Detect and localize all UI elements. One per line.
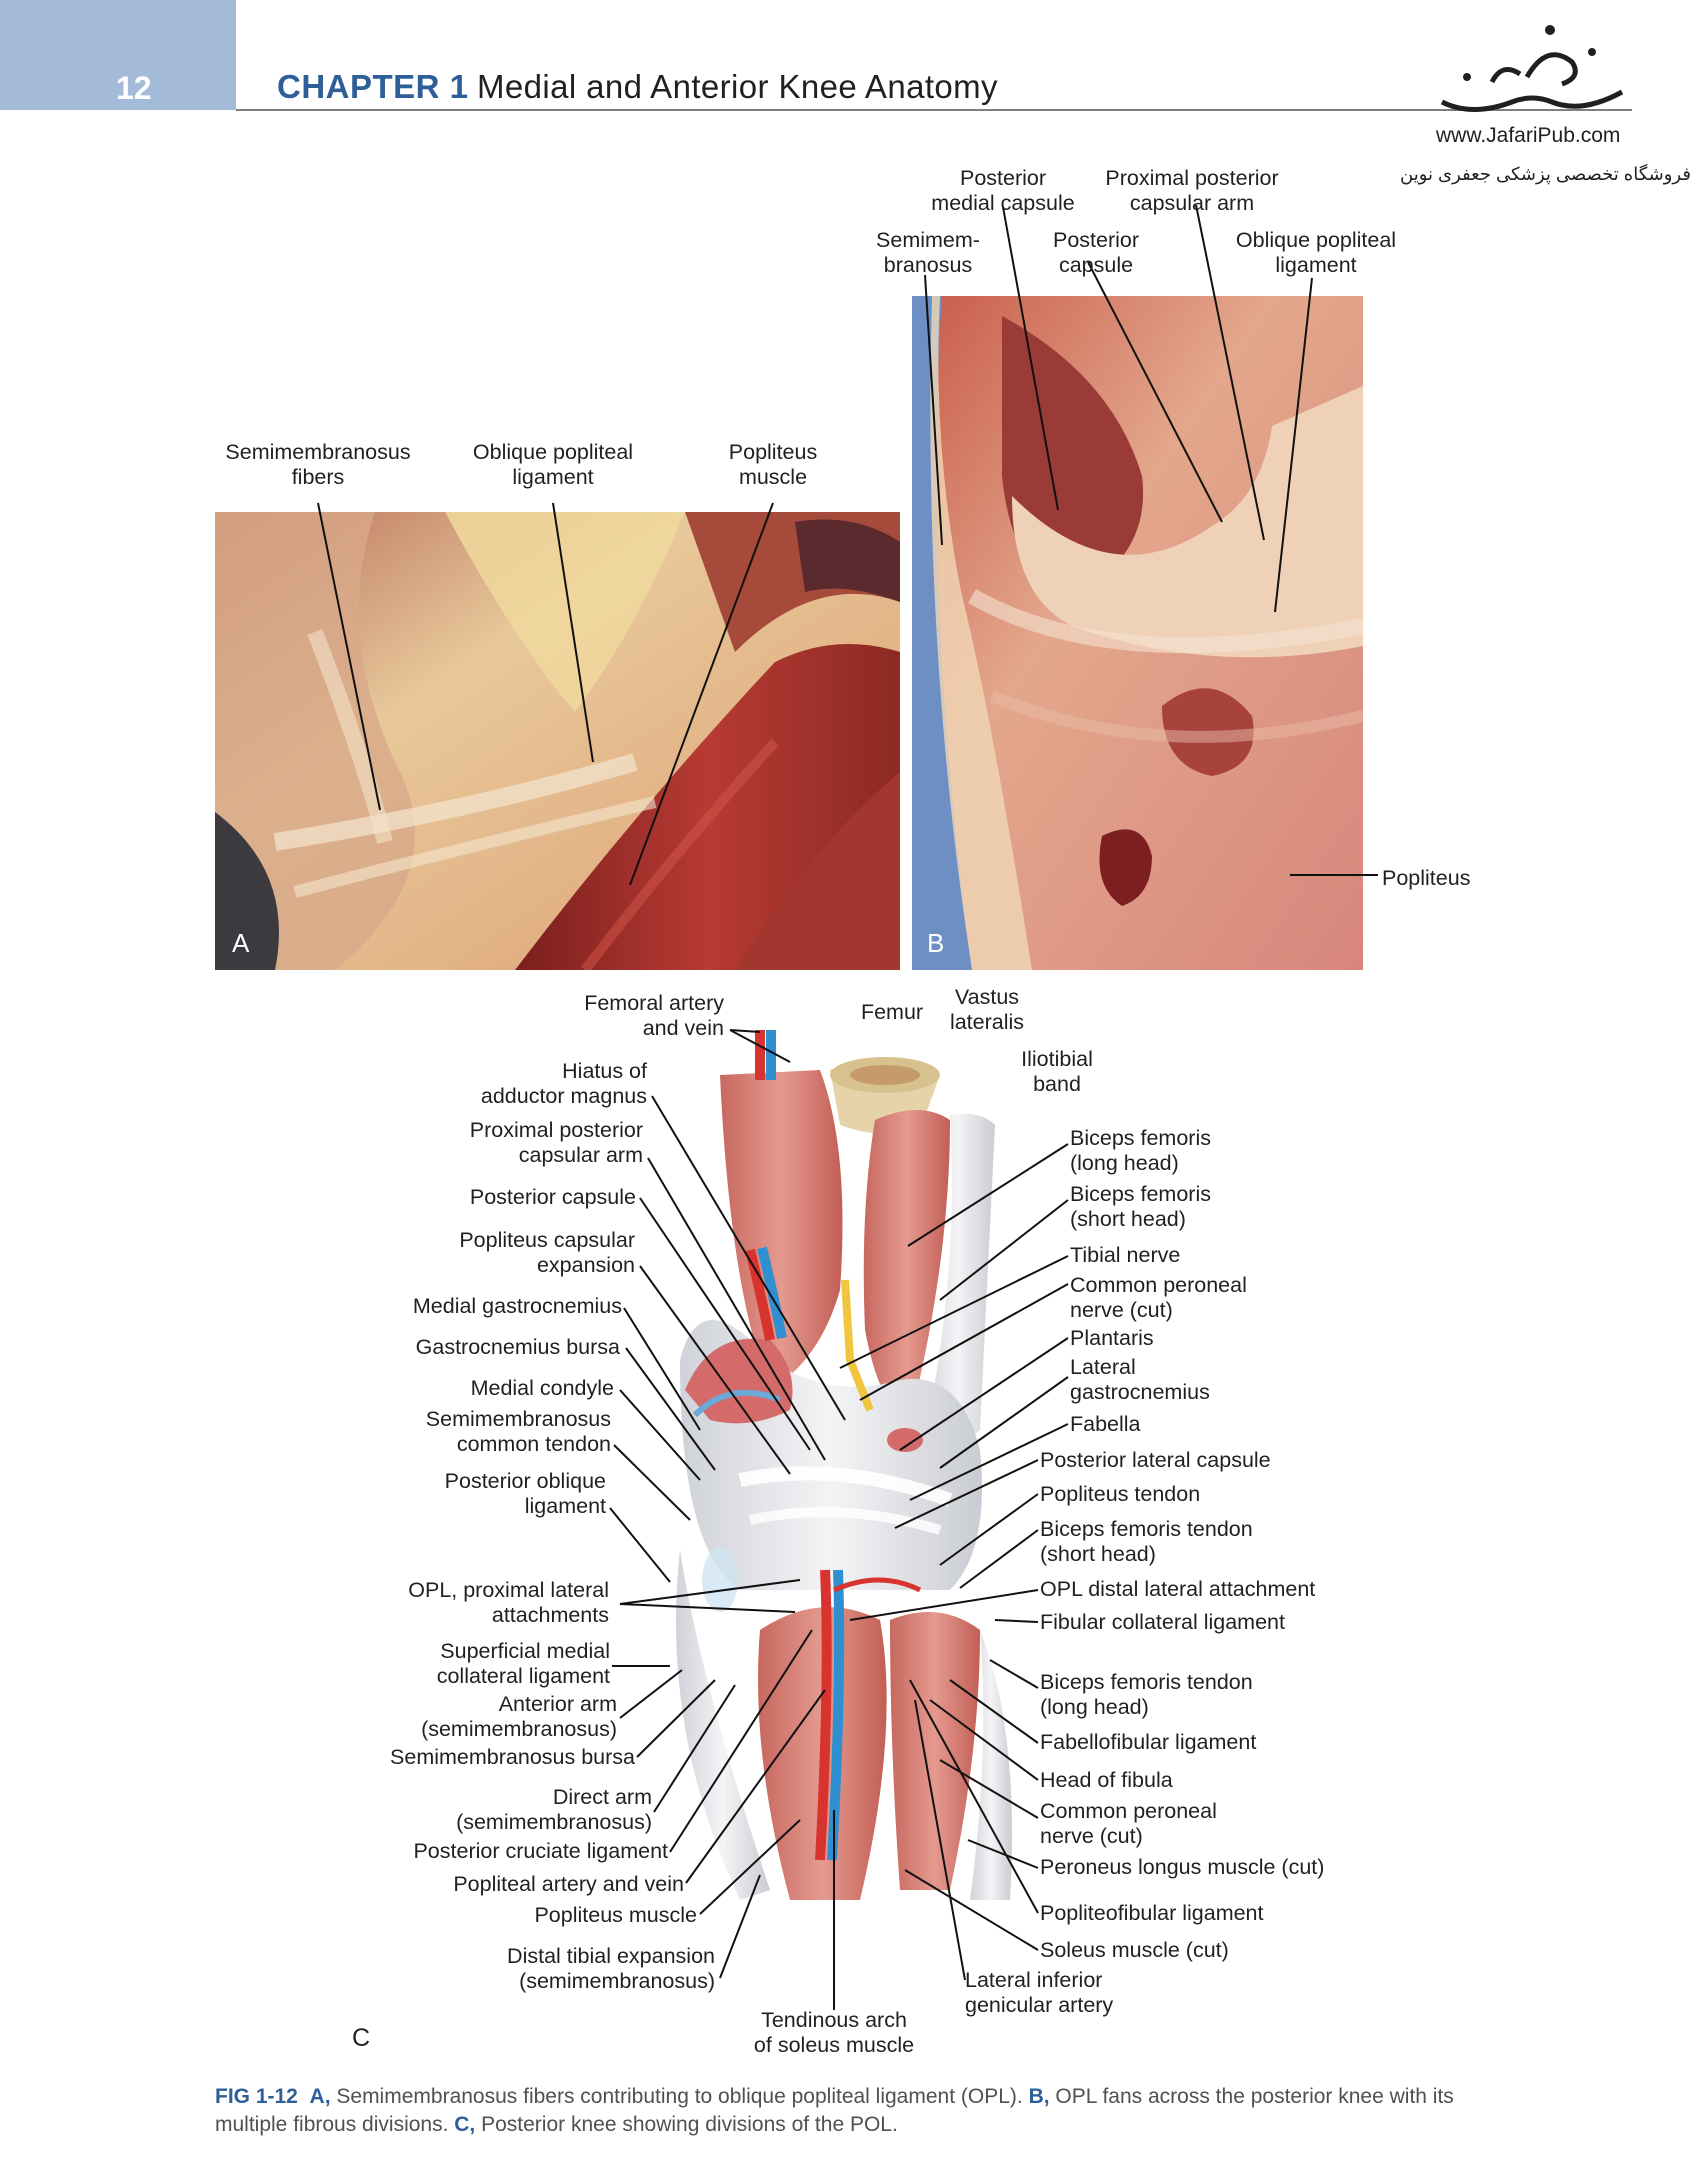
label-plantaris: Plantaris: [1070, 1326, 1154, 1350]
label-popliteus-b: Popliteus: [1382, 866, 1471, 890]
label-common-peroneal-nerve-upper: Common peroneal nerve (cut): [1070, 1273, 1247, 1322]
label-medial-condyle: Medial condyle: [470, 1376, 614, 1400]
panel-b-letter: B: [927, 928, 945, 958]
panel-c-letter: C: [352, 2024, 371, 2052]
label-hiatus-adductor-magnus: Hiatus of adductor magnus: [480, 1059, 647, 1108]
caption-key-a: A,: [309, 2085, 331, 2108]
label-femoral-artery-vein: Femoral artery and vein: [584, 991, 724, 1040]
label-semimembranosus-common-tendon: Semimembranosus common tendon: [425, 1407, 611, 1456]
label-vastus-lateralis: Vastus lateralis: [949, 985, 1025, 1034]
label-posterior-capsule-c: Posterior capsule: [469, 1185, 636, 1209]
page-number-box: [0, 0, 236, 110]
label-common-peroneal-nerve-lower: Common peroneal nerve (cut): [1040, 1799, 1217, 1848]
label-anterior-arm-semimembranosus: Anterior arm (semimembranosus): [421, 1692, 617, 1741]
label-opl-distal-lateral-attachment: OPL distal lateral attachment: [1040, 1577, 1316, 1601]
publisher-url: www.JafariPub.com: [1436, 124, 1621, 147]
label-direct-arm-semimembranosus: Direct arm (semimembranosus): [456, 1785, 652, 1834]
label-biceps-femoris-tendon-short-head: Biceps femoris tendon (short head): [1040, 1517, 1253, 1566]
label-gastrocnemius-bursa: Gastrocnemius bursa: [415, 1335, 620, 1359]
label-popliteus-muscle-c: Popliteus muscle: [534, 1903, 697, 1927]
label-posterior-cruciate-ligament: Posterior cruciate ligament: [413, 1839, 668, 1863]
label-fabellofibular-ligament: Fabellofibular ligament: [1040, 1730, 1257, 1754]
caption-text-b: OPL fans across the posterior knee with …: [215, 2085, 1454, 2136]
label-head-of-fibula: Head of fibula: [1040, 1768, 1173, 1792]
label-opl-proximal-lateral-attachments: OPL, proximal lateral attachments: [408, 1578, 609, 1627]
publisher-subtitle: فروشگاه تخصصی پزشکی جعفری نوین: [1400, 164, 1691, 184]
label-popliteus-muscle-a: Popliteus muscle: [728, 440, 818, 489]
label-proximal-posterior-capsular-arm-b: Proximal posterior capsular arm: [1105, 166, 1279, 215]
label-popliteal-artery-vein: Popliteal artery and vein: [453, 1872, 684, 1896]
label-semimembranosus-fibers: Semimembranosus fibers: [225, 440, 411, 489]
panel-c-illustration: [620, 1030, 1040, 1910]
label-oblique-popliteal-ligament-a: Oblique popliteal ligament: [472, 440, 634, 489]
label-medial-gastrocnemius: Medial gastrocnemius: [412, 1294, 622, 1318]
panel-a-photo: A: [215, 512, 900, 970]
label-semimembranosus-b: Semimem- branosus: [876, 228, 980, 277]
caption-text-c: Posterior knee showing divisions of the …: [475, 2113, 898, 2136]
label-fibular-collateral-ligament: Fibular collateral ligament: [1040, 1610, 1285, 1634]
label-femur: Femur: [860, 1000, 924, 1024]
label-posterior-capsule-b: Posterior capsule: [1052, 228, 1140, 277]
publisher-logo: [1432, 22, 1632, 127]
caption-key-b: B,: [1028, 2085, 1050, 2108]
label-proximal-posterior-capsular-arm-c: Proximal posterior capsular arm: [469, 1118, 643, 1167]
panel-b-photo: B: [912, 296, 1363, 970]
caption-fig-number: FIG 1-12: [215, 2085, 298, 2108]
header-rule: [236, 109, 1632, 111]
label-posterior-oblique-ligament: Posterior oblique ligament: [444, 1469, 606, 1518]
caption-key-c: C,: [454, 2113, 476, 2136]
chapter-title: Medial and Anterior Knee Anatomy: [477, 68, 998, 105]
page-number: 12: [116, 70, 152, 106]
label-popliteus-tendon: Popliteus tendon: [1040, 1482, 1201, 1506]
label-peroneus-longus-muscle: Peroneus longus muscle (cut): [1040, 1855, 1325, 1879]
label-iliotibial-band: Iliotibial band: [1021, 1047, 1093, 1096]
label-distal-tibial-expansion: Distal tibial expansion (semimembranosus…: [507, 1944, 715, 1993]
label-biceps-femoris-tendon-long-head: Biceps femoris tendon (long head): [1040, 1670, 1253, 1719]
label-biceps-femoris-long-head: Biceps femoris (long head): [1070, 1126, 1211, 1175]
label-popliteus-capsular-expansion: Popliteus capsular expansion: [459, 1228, 635, 1277]
chapter-label: CHAPTER 1: [277, 68, 469, 105]
label-tibial-nerve: Tibial nerve: [1070, 1243, 1181, 1267]
figure-caption: FIG 1-12 A, Semimembranosus fibers contr…: [215, 2083, 1495, 2139]
label-soleus-muscle: Soleus muscle (cut): [1040, 1938, 1229, 1962]
caption-text-a: Semimembranosus fibers contributing to o…: [330, 2085, 1029, 2108]
label-semimembranosus-bursa: Semimembranosus bursa: [390, 1745, 635, 1769]
label-oblique-popliteal-ligament-b: Oblique popliteal ligament: [1235, 228, 1397, 277]
label-superficial-medial-collateral-ligament: Superficial medial collateral ligament: [436, 1639, 610, 1688]
label-lateral-inferior-genicular-artery: Lateral inferior genicular artery: [965, 1968, 1114, 2017]
label-lateral-gastrocnemius: Lateral gastrocnemius: [1070, 1355, 1210, 1404]
label-posterior-lateral-capsule: Posterior lateral capsule: [1040, 1448, 1271, 1472]
panel-a-letter: A: [232, 928, 250, 958]
label-tendinous-arch-soleus: Tendinous arch of soleus muscle: [753, 2008, 915, 2057]
label-posterior-medial-capsule: Posterior medial capsule: [931, 166, 1075, 215]
label-fabella: Fabella: [1070, 1412, 1141, 1436]
label-biceps-femoris-short-head: Biceps femoris (short head): [1070, 1182, 1211, 1231]
label-popliteofibular-ligament: Popliteofibular ligament: [1040, 1901, 1264, 1925]
